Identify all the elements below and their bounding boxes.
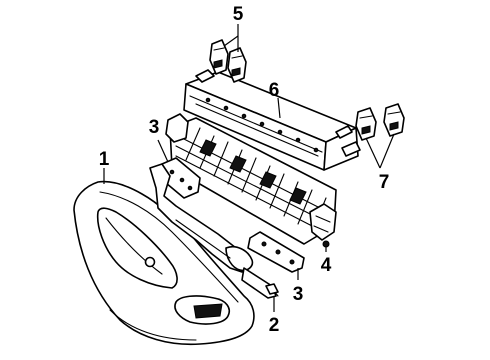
upper-brackets [209,39,247,83]
callout-labels: 1 2 3 3 4 5 6 7 [99,4,390,336]
callout-2: 2 [269,315,280,336]
callout-7: 7 [379,172,390,193]
callout-1: 1 [99,149,110,170]
callout-3-lower: 3 [293,284,304,305]
callout-3-upper: 3 [149,117,160,138]
callout-5: 5 [233,4,244,25]
support-isolator [149,163,279,299]
callout-6: 6 [269,80,280,101]
impact-bar [183,69,361,171]
energy-absorber [165,113,337,245]
leader-lines [103,24,395,312]
end-bracket-right [309,203,337,248]
side-brackets [355,103,405,141]
callout-4: 4 [321,255,332,276]
bracket-right [247,231,305,273]
bumper-cover [73,180,255,346]
